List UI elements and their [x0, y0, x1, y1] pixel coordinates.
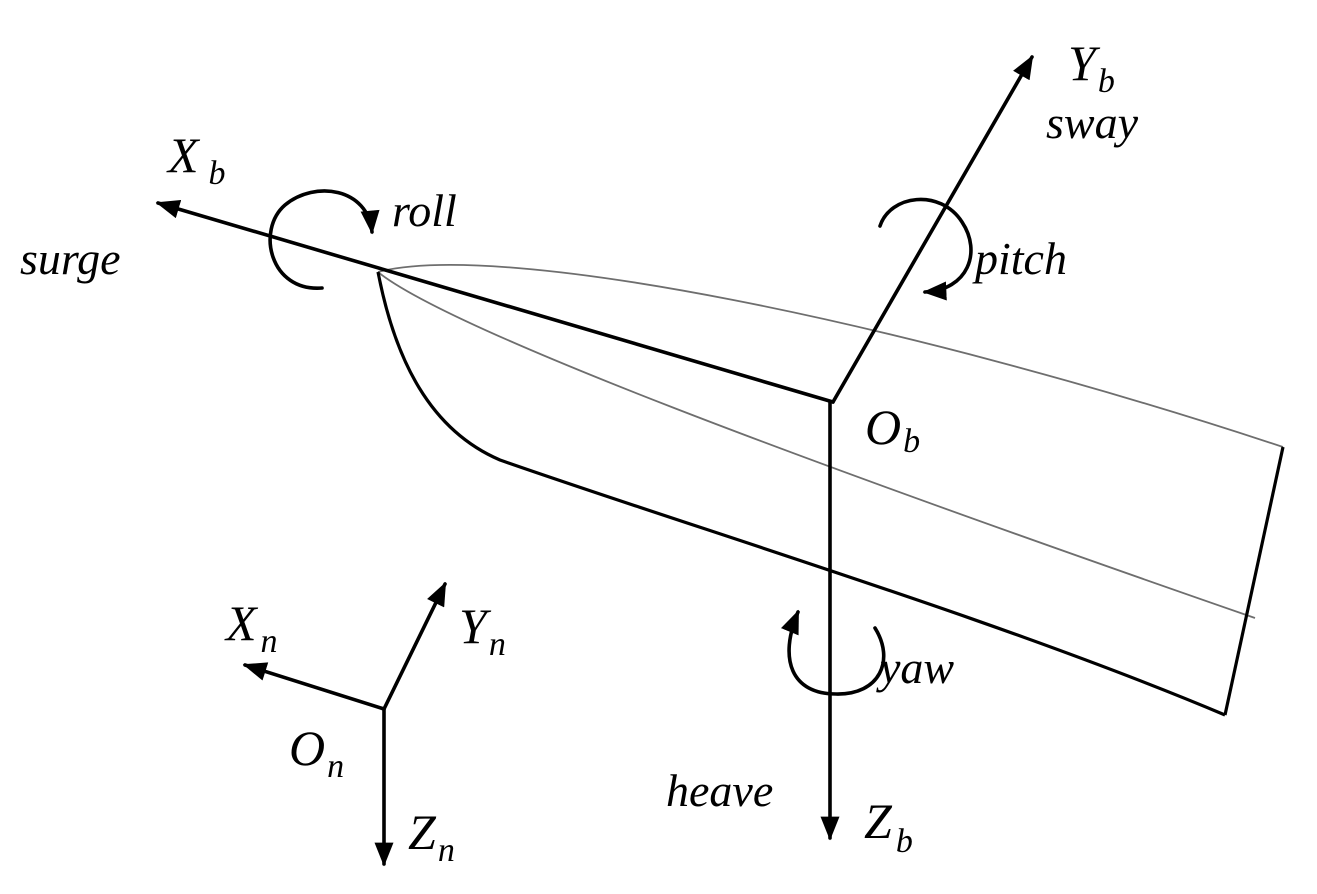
- x-nav-axis: [242, 662, 386, 711]
- ship-hull: [376, 264, 1285, 717]
- origin-body-label: Ob: [865, 399, 920, 460]
- yaw-label: yaw: [876, 642, 954, 693]
- heave-label: heave: [666, 765, 773, 816]
- surge-label: surge: [20, 233, 121, 284]
- x-body-axis: [155, 199, 835, 404]
- pitch-arrow: [878, 197, 973, 301]
- rotation-arrows: [268, 189, 973, 696]
- sway-label: sway: [1046, 97, 1139, 148]
- hull-deck-edge: [377, 264, 1284, 448]
- y-nav-axis: [382, 581, 447, 711]
- hull-waterline: [377, 271, 1256, 619]
- pitch-label: pitch: [972, 233, 1067, 284]
- y-nav-label: Yn: [459, 598, 506, 663]
- origin-nav-label: On: [289, 720, 344, 785]
- hull-keel-line: [376, 271, 1226, 717]
- z-nav-label: Zn: [408, 804, 455, 869]
- y-body-label: Yb: [1068, 35, 1115, 100]
- roll-arrow: [268, 189, 380, 290]
- navigation-frame-axes: [242, 581, 447, 867]
- hull-stern-edge: [1223, 446, 1285, 716]
- roll-label: roll: [392, 185, 457, 236]
- yaw-arrow: [781, 609, 886, 696]
- y-body-axis: [831, 54, 1034, 404]
